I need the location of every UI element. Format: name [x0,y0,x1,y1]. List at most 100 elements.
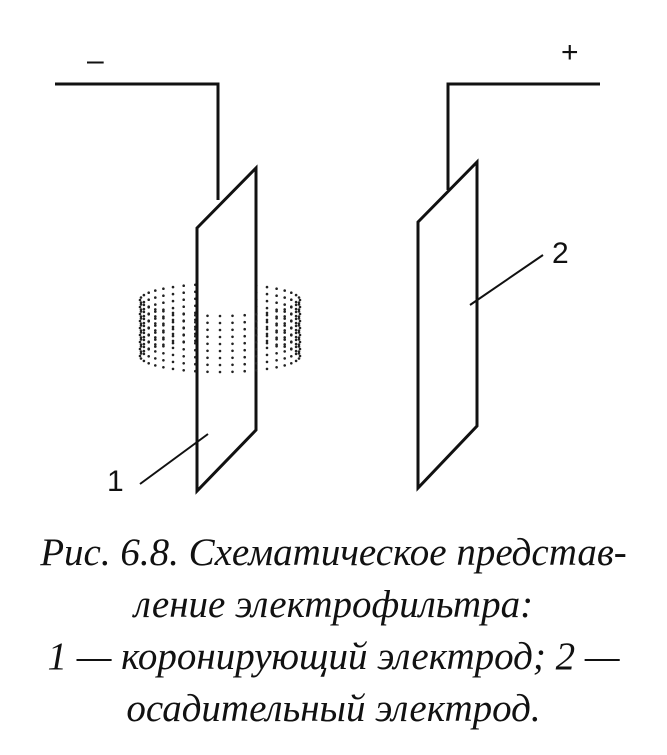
corona-dot [254,369,258,372]
corona-dot [265,299,269,303]
corona-dot [142,349,146,353]
corona-dot [294,293,298,297]
corona-dot [254,327,258,330]
corona-dot [138,354,142,358]
corona-dot [139,308,143,311]
corona-dot [138,326,142,330]
corona-dot [139,324,143,327]
corona-dot [283,336,287,339]
corona-dot [154,331,157,334]
corona-dot [294,307,298,311]
corona-dot [171,346,175,350]
corona-dot [290,291,293,295]
corona-dot [142,293,146,297]
corona-dot [254,313,258,316]
corona-dot [142,345,146,349]
corona-dot [297,308,301,311]
corona-dot [265,346,269,350]
corona-dot [297,301,301,304]
corona-dot [206,314,209,318]
caption-line-4: осадительный электрод. [126,687,541,730]
corona-dot [294,338,298,342]
corona-dot [283,343,287,346]
corona-dot [254,355,258,358]
corona-dot [206,335,209,339]
corona-dot [154,303,157,306]
corona-dot [283,345,287,348]
corona-dot [294,303,298,307]
corona-dot [194,355,197,359]
corona-dot [171,299,175,303]
corona-dot [254,362,258,365]
corona-dot [162,366,165,369]
minus-sign: – [87,44,104,77]
corona-dot [206,363,209,367]
corona-dot [290,306,293,309]
corona-dot [154,336,157,339]
corona-dot [194,341,197,345]
caption-line-1: Рис. 6.8. Схематическое представ- [40,531,627,574]
corona-dot [283,338,287,341]
corona-dot [243,362,246,366]
corona-dot [290,355,293,358]
corona-dot [142,324,146,328]
corona-dot [206,356,209,360]
corona-dot [142,317,146,321]
corona-dot [154,324,157,327]
corona-dot [290,320,293,323]
corona-dot [218,349,222,353]
corona-dot [182,369,185,372]
corona-dot [154,329,157,332]
corona-dot [142,307,146,311]
corona-dot [298,340,302,344]
corona-dot [182,334,185,337]
corona-dot [139,317,143,320]
corona-dot [147,334,150,337]
corona-dot [298,312,302,316]
corona-dot [298,298,302,302]
corona-dot [171,320,175,324]
corona-dot [265,313,269,317]
corona-dot [182,341,185,344]
corona-dot [218,321,222,325]
corona-dot [154,343,157,346]
corona-dot [243,334,246,338]
corona-dot [194,313,197,317]
corona-dot [294,352,298,356]
corona-dot [171,292,175,296]
corona-dot [171,332,175,336]
corona-dot [294,359,298,363]
corona-dot [194,362,197,366]
corona-dot [283,289,287,292]
corona-dot [265,353,269,357]
label-electrode-2: 2 [552,237,569,270]
corona-dot [283,350,287,353]
caption-line-2: ление электрофильтра: [133,583,534,626]
corona-dot [243,369,246,373]
corona-dot [154,317,157,320]
corona-dot [254,320,258,323]
corona-dot [275,294,278,298]
corona-dot [147,320,150,323]
corona-dot [297,324,301,327]
corona-dot [298,326,302,330]
corona-dot [283,296,287,299]
corona-dot [171,341,175,345]
corona-dot [142,314,146,318]
corona-dot [294,324,298,328]
corona-dot [162,338,165,341]
corona-dot [231,321,234,325]
corona-dot [171,360,175,364]
corona-dot [154,296,157,299]
corona-dot [139,338,143,341]
corona-dot [171,353,175,357]
corona-dot [297,352,301,355]
corona-dot [218,370,222,374]
corona-dot [206,349,209,353]
corona-dot [231,356,234,360]
corona-dot [139,350,143,353]
corona-dot [275,301,278,305]
corona-dot [139,357,143,360]
corona-dot [139,301,143,304]
corona-dot [243,313,246,317]
